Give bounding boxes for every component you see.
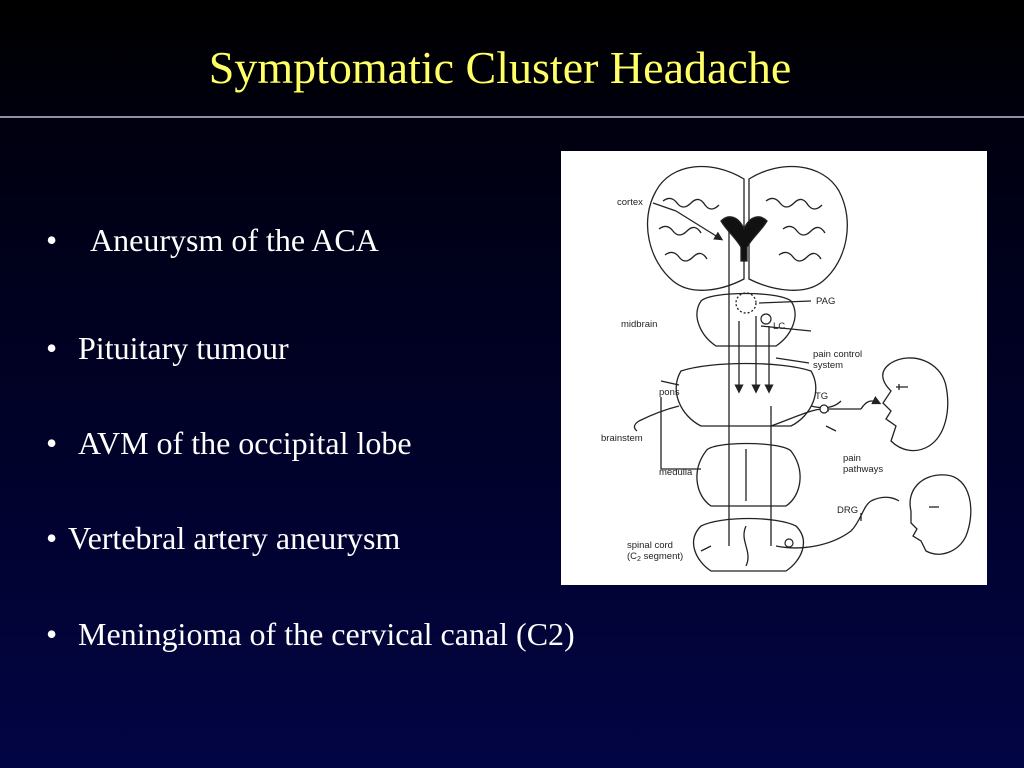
drg-pathway [775,500,872,549]
bullet-marker: • [46,616,58,652]
bullet-text: Pituitary tumour [78,330,289,366]
bullet-text: Aneurysm of the ACA [90,222,379,258]
label-spinal-cord-2: (C2 segment) [627,551,683,563]
tg-ganglion [819,404,829,414]
lc-structure [760,313,772,325]
ventricles [720,216,768,262]
label-spinal-cord-segment: segment) [641,551,683,562]
label-spinal-cord-sub: 2 [637,556,641,563]
bullet-marker: • [46,330,58,366]
drg-ganglion [784,538,794,548]
trigeminal-pathway [770,408,861,427]
pons-outline [675,362,817,427]
bullet-marker: • [46,520,58,556]
label-tg: TG [815,391,828,402]
pain-pathway-svg: cortex PAG midbrain LC pain control syst… [601,165,972,572]
bullet-item-avm-occipital: • AVM of the occipital lobe [46,423,412,463]
bullet-item-pituitary-tumour: • Pituitary tumour [46,328,289,368]
bullet-item-vertebral-aneurysm: • Vertebral artery aneurysm [46,518,400,558]
slide-title: Symptomatic Cluster Headache [208,42,792,93]
face-profile [882,357,949,452]
label-pain-control-2: system [813,360,843,371]
label-pag: PAG [816,296,835,307]
label-medulla: medulla [659,467,693,478]
bullet-item-meningioma: • Meningioma of the cervical canal (C2) [46,614,575,654]
label-pain-pathways-1: pain [843,453,861,464]
label-spinal-cord-c: (C [627,551,637,562]
bullet-text: AVM of the occipital lobe [78,425,412,461]
label-pain-control-1: pain control [813,349,862,360]
label-brainstem: brainstem [601,433,643,444]
bullet-item-aca-aneurysm: • Aneurysm of the ACA [46,220,379,260]
cerebrum-outline-right [748,165,848,291]
label-drg: DRG [837,505,858,516]
label-cortex: cortex [617,197,643,208]
bullet-text: Vertebral artery aneurysm [68,520,401,556]
bullet-text: Meningioma of the cervical canal (C2) [78,616,575,652]
label-midbrain: midbrain [621,319,657,330]
label-pons: pons [659,387,680,398]
label-spinal-cord-1: spinal cord [627,540,673,551]
cerebrum-outline [646,165,745,291]
bullet-marker: • [46,425,58,461]
label-pain-pathways-2: pathways [843,464,883,475]
second-head-profile [909,474,972,555]
title-divider [0,116,1024,118]
pain-pathway-diagram: cortex PAG midbrain LC pain control syst… [561,151,987,585]
midbrain-outline [696,292,796,347]
label-lc: LC [773,321,785,332]
bullet-marker: • [46,222,58,258]
medulla-outline [696,442,801,507]
pag-structure [735,292,757,314]
